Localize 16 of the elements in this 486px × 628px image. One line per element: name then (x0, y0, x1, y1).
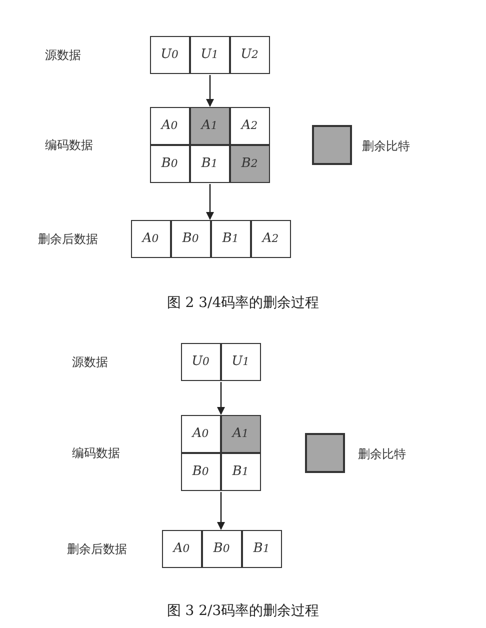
figure-caption: 图 3 2/3码率的删余过程 (166, 602, 320, 620)
row-label: 源数据 (45, 47, 81, 64)
row-label: 删余后数据 (67, 541, 127, 558)
row-label: 编码数据 (72, 445, 120, 462)
data-array-box (150, 107, 270, 183)
row-label: 源数据 (72, 354, 108, 371)
arrow (217, 492, 225, 530)
legend-label: 删余比特 (362, 138, 410, 155)
legend-label: 删余比特 (358, 446, 406, 463)
row-label: 删余后数据 (38, 231, 98, 248)
data-array-box (181, 415, 261, 491)
figure-caption: 图 2 3/4码率的删余过程 (166, 294, 320, 312)
arrow (217, 382, 225, 415)
row-label: 编码数据 (45, 137, 93, 154)
arrow (206, 184, 214, 220)
arrow (206, 75, 214, 107)
